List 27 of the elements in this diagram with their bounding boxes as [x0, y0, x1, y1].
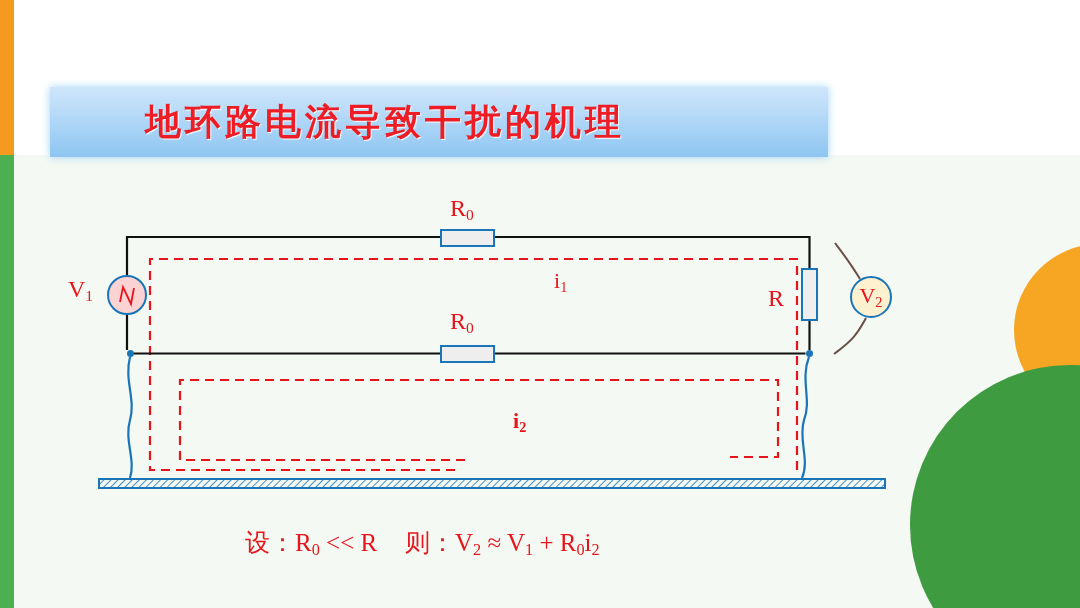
ground-plane [98, 478, 886, 489]
wire [125, 235, 440, 275]
wire [495, 235, 811, 268]
wire [125, 315, 129, 350]
wire [495, 352, 806, 355]
assumption-text: 设：R$_{0}$ << R [245, 530, 378, 559]
probe-lead [834, 242, 861, 280]
resistor [440, 345, 495, 363]
junction-dot [126, 350, 134, 357]
resistor [440, 229, 495, 247]
junction-dot [805, 350, 813, 357]
component-label: R$_{0}$ [450, 309, 474, 336]
component-label: V$_{1}$ [68, 277, 94, 304]
probe-lead [833, 317, 867, 355]
formula-text: 则：V$_{2}$ ≈ V$_{1}$ + R$_{0}$i$_{2}$ [405, 530, 600, 559]
current-label: i$_{1}$ [554, 270, 568, 294]
resistor [801, 268, 818, 321]
ground-wire [127, 356, 133, 479]
ground-wire [800, 356, 811, 479]
title-banner [50, 87, 828, 157]
meter-label: V$_{2}$ [859, 285, 883, 309]
current-label: i$_{2}$ [513, 410, 527, 434]
wire [808, 321, 811, 350]
title-text: 地环路电流导致干扰的机理 [145, 98, 625, 144]
component-label: R [768, 286, 784, 310]
component-label: R$_{0}$ [450, 196, 474, 223]
wire [133, 352, 440, 355]
